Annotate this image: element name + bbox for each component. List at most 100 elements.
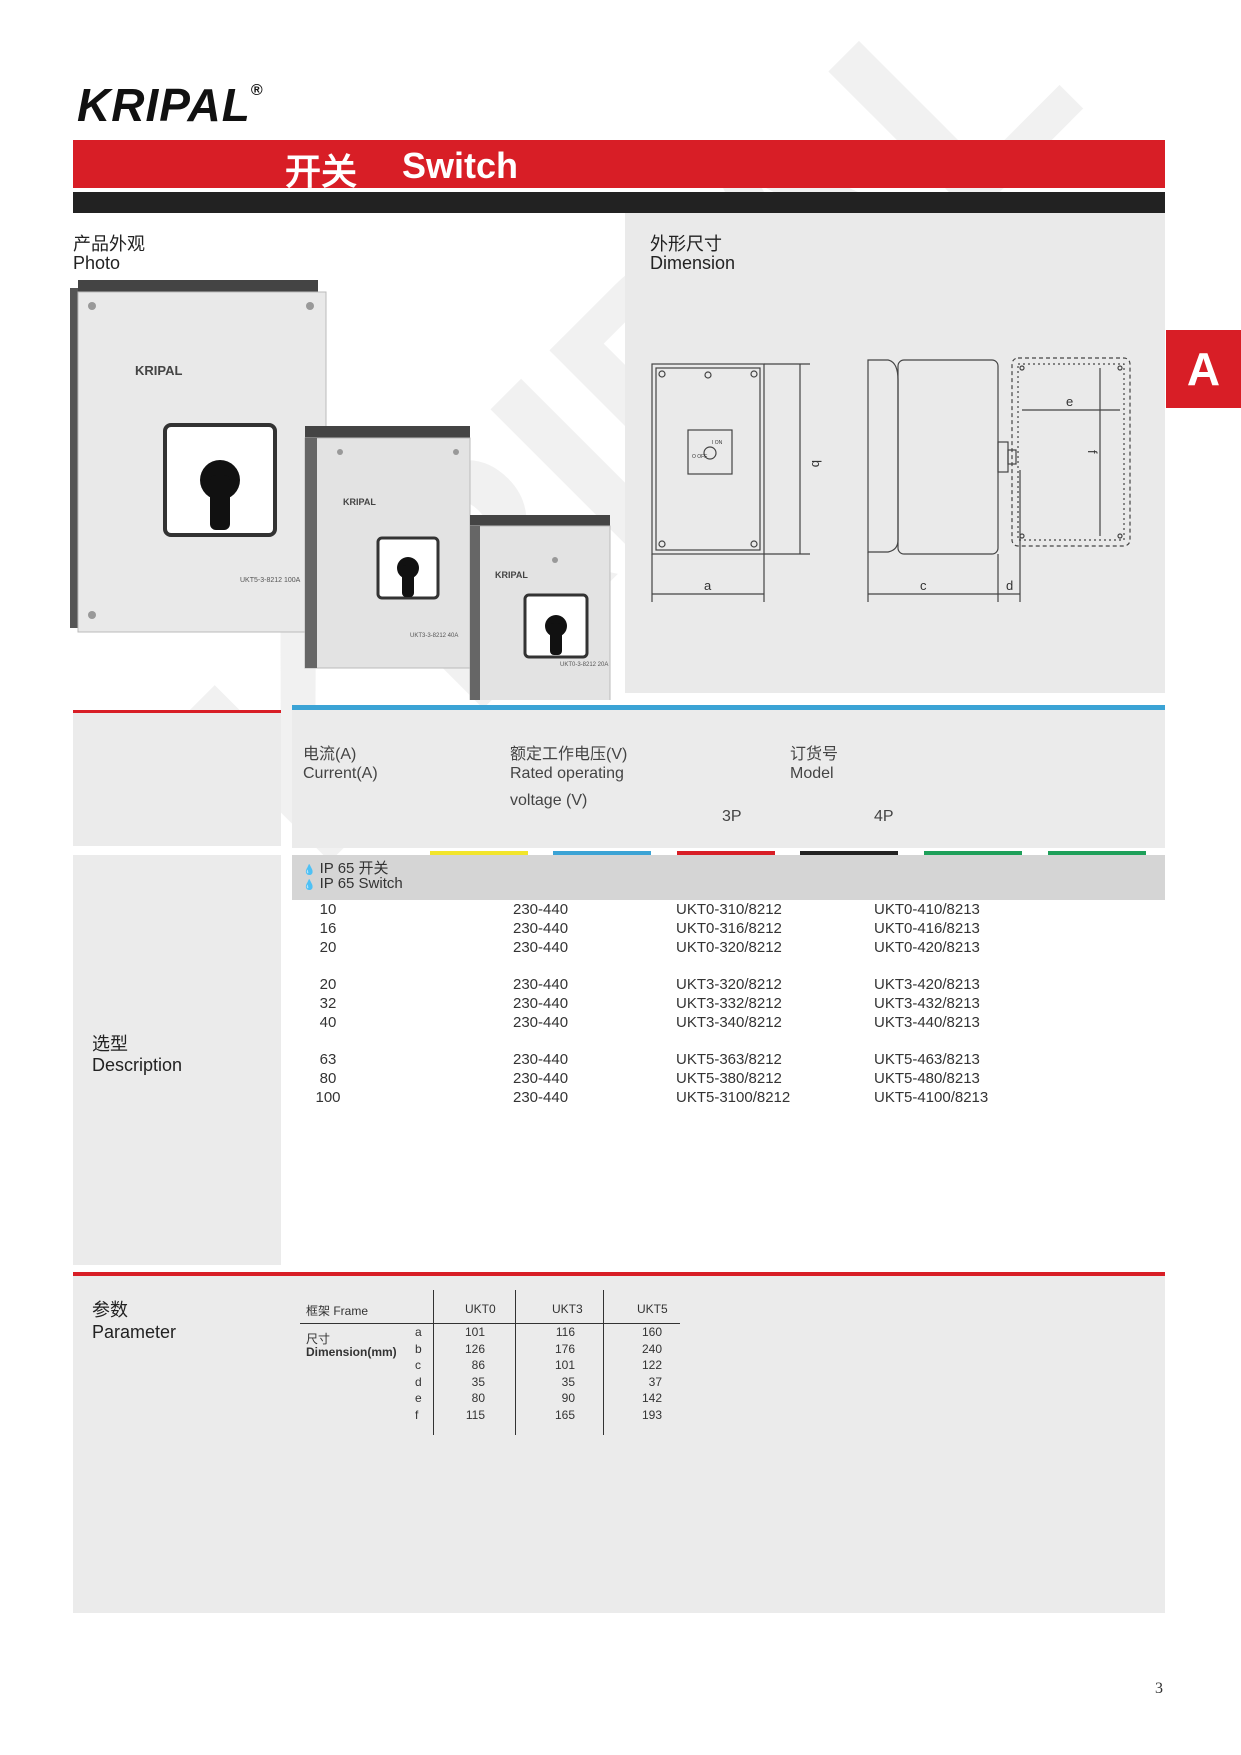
param-dim-value: 240	[641, 1341, 662, 1356]
switch-on-mark: I ON	[712, 440, 723, 446]
param-dim-value: 165	[554, 1407, 575, 1422]
brand-name: KRIPAL	[77, 79, 251, 131]
row-model-3p: UKT0-320/8212	[676, 939, 782, 956]
current-header-en: Current(A)	[303, 765, 378, 782]
row-current: 100	[315, 1089, 341, 1106]
box-medium-model: UKT3-3-8212 40A	[410, 633, 458, 639]
dim-label-b: b	[809, 460, 824, 467]
box-small-model: UKT0-3-8212 20A	[560, 662, 608, 668]
color-strip	[677, 851, 775, 855]
model-header-en: Model	[790, 765, 834, 782]
param-dim-value: 122	[641, 1358, 662, 1372]
row-model-4p: UKT0-410/8213	[874, 901, 980, 918]
dim-label-e: e	[1066, 394, 1073, 409]
switch-box-small: KRIPAL UKT0-3-8212 20A	[469, 515, 611, 700]
switch-off-mark: O OFF	[692, 454, 707, 460]
param-col-line-1	[433, 1290, 434, 1435]
dim-label-f: f	[1085, 450, 1100, 454]
drops-icon: 💧	[303, 880, 316, 891]
ip-line-en-text: IP 65 Switch	[319, 875, 403, 892]
ip-line-cn-text: IP 65 开关	[319, 860, 389, 877]
page-number: 3	[1155, 1680, 1163, 1697]
title-english: Switch	[402, 145, 519, 186]
row-current: 32	[319, 995, 337, 1012]
title-bar	[73, 140, 1165, 188]
photo-label-cn: 产品外观	[73, 234, 145, 255]
param-dim-value: 35	[561, 1374, 575, 1389]
description-label-en: Description	[92, 1055, 183, 1075]
param-dim-value: 126	[464, 1341, 485, 1356]
row-voltage: 230-440	[513, 1070, 569, 1087]
param-size-cn: 尺寸	[306, 1332, 331, 1346]
voltage-header-cn: 额定工作电压(V)	[510, 746, 628, 763]
dimension-label-en: Dimension	[650, 253, 736, 273]
row-model-3p: UKT3-332/8212	[676, 995, 782, 1012]
row-model-3p: UKT5-363/8212	[676, 1051, 782, 1068]
drops-icon: 💧	[303, 865, 316, 876]
row-voltage: 230-440	[513, 1051, 569, 1068]
title-chinese: 开关	[285, 152, 358, 193]
col-3p-header: 3P	[722, 808, 742, 825]
param-frame-0: UKT0	[465, 1302, 496, 1316]
param-dim-value: 101	[464, 1325, 485, 1339]
param-dim-value: 116	[555, 1325, 575, 1339]
row-voltage: 230-440	[513, 901, 569, 918]
row-model-4p: UKT5-480/8213	[874, 1070, 980, 1087]
param-dim-value: 115	[465, 1407, 485, 1422]
param-dim-value: 176	[554, 1341, 575, 1356]
param-dim-value: 80	[471, 1391, 485, 1405]
param-row-line	[300, 1323, 680, 1324]
registered-mark: ®	[250, 82, 264, 99]
row-model-3p: UKT0-310/8212	[676, 901, 782, 918]
param-dim-key: a	[415, 1325, 422, 1339]
row-model-4p: UKT5-4100/8213	[874, 1089, 989, 1106]
table-header-panel	[292, 705, 1165, 848]
photo-label-en: Photo	[73, 253, 121, 273]
param-dim-value: 193	[641, 1407, 662, 1422]
col-4p-header: 4P	[874, 808, 894, 825]
param-frame-2: UKT5	[637, 1302, 668, 1316]
row-model-3p: UKT5-380/8212	[676, 1070, 782, 1087]
dim-label-a: a	[704, 578, 712, 593]
color-strip	[1048, 851, 1146, 855]
color-strip	[553, 851, 651, 855]
row-voltage: 230-440	[513, 976, 569, 993]
box-small-brand: KRIPAL	[495, 570, 528, 580]
row-model-4p: UKT5-463/8213	[874, 1051, 980, 1068]
voltage-header-en-2: voltage (V)	[510, 792, 588, 809]
parameter-label-cn: 参数	[92, 1300, 128, 1321]
row-model-4p: UKT3-420/8213	[874, 976, 980, 993]
voltage-header-en-1: Rated operating	[510, 765, 624, 782]
box-large-brand: KRIPAL	[135, 363, 182, 378]
row-model-4p: UKT0-420/8213	[874, 939, 980, 956]
param-dim-value: 37	[648, 1374, 662, 1389]
switch-box-large: KRIPAL UKT5-3-8212 100A	[70, 280, 327, 633]
title-underbar	[73, 192, 1165, 213]
row-model-3p: UKT0-316/8212	[676, 920, 782, 937]
row-voltage: 230-440	[513, 1014, 569, 1031]
param-dim-value: 86	[471, 1358, 485, 1372]
header-left-panel	[73, 710, 281, 846]
param-dim-key: d	[415, 1374, 422, 1389]
color-strip	[924, 851, 1022, 855]
switch-box-medium: KRIPAL UKT3-3-8212 40A	[304, 426, 471, 669]
box-large-model: UKT5-3-8212 100A	[240, 577, 301, 584]
row-voltage: 230-440	[513, 939, 569, 956]
dim-label-d: d	[1006, 578, 1013, 593]
row-model-4p: UKT3-432/8213	[874, 995, 980, 1012]
param-col-line-3	[603, 1290, 604, 1435]
row-model-3p: UKT3-320/8212	[676, 976, 782, 993]
row-model-4p: UKT3-440/8213	[874, 1014, 980, 1031]
param-dim-value: 35	[471, 1374, 485, 1389]
dimension-drawing: b a c d e f I ON O OFF	[651, 357, 1131, 602]
color-strip	[430, 851, 528, 855]
dimension-label-cn: 外形尺寸	[650, 234, 722, 255]
param-col-line-2	[515, 1290, 516, 1435]
description-label-cn: 选型	[92, 1034, 128, 1055]
param-dim-value: 101	[554, 1358, 575, 1372]
row-model-3p: UKT5-3100/8212	[676, 1089, 791, 1106]
dim-label-c: c	[920, 578, 927, 593]
parameter-label-en: Parameter	[92, 1322, 177, 1342]
row-current: 40	[319, 1014, 337, 1031]
row-current: 20	[319, 976, 337, 993]
